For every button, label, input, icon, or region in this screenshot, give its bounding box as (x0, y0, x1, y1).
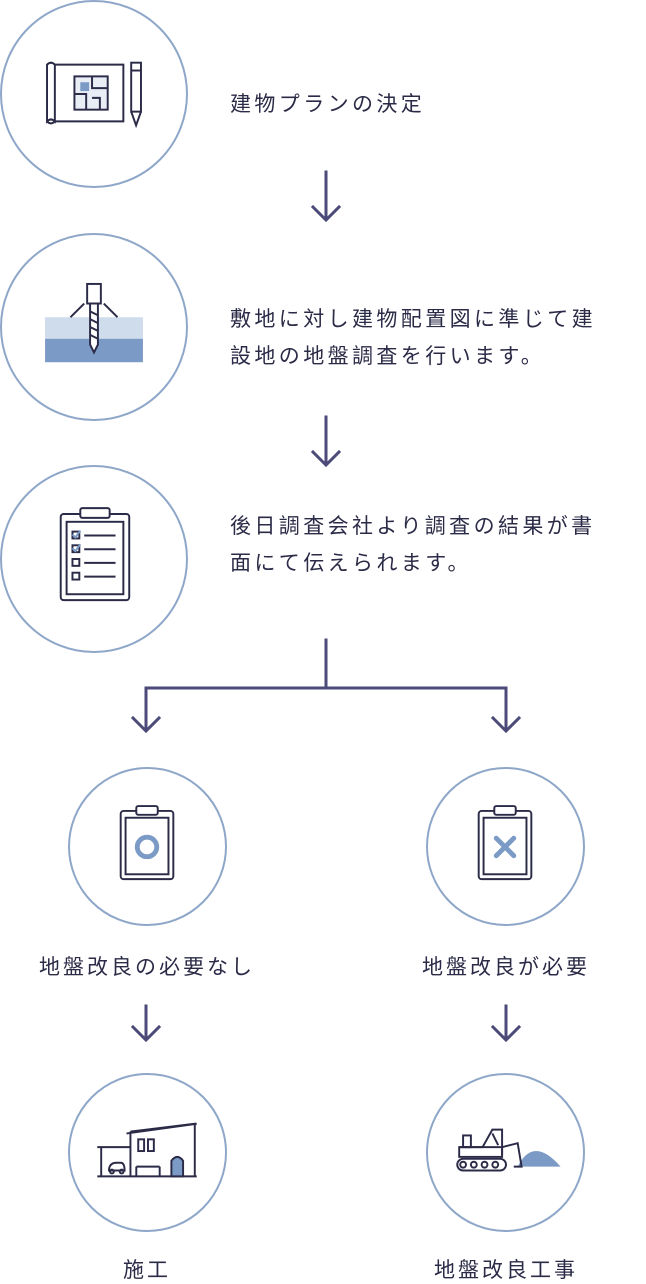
step-3-text: 後日調査会社より調査の結果が書 面にて伝えられます。 (230, 508, 646, 582)
arrow-down-icon (490, 715, 522, 734)
step-1-circle (0, 0, 188, 188)
ground-survey-drill-icon (45, 282, 143, 363)
step-3-line-2: 面にて伝えられます。 (230, 551, 472, 575)
arrow-down-icon (310, 170, 342, 223)
result-right-circle (426, 1073, 585, 1232)
branch-right-circle (426, 767, 585, 926)
branch-left-circle (68, 767, 227, 926)
clipboard-cross-icon (477, 805, 533, 881)
house-icon (97, 1122, 197, 1178)
step-2-circle (0, 233, 188, 421)
arrow-down-icon (130, 1004, 162, 1043)
branch-left-label: 地盤改良の必要なし (39, 955, 255, 979)
step-2-line-1: 敷地に対し建物配置図に準じて建 (230, 307, 596, 331)
step-2-text: 敷地に対し建物配置図に準じて建 設地の地盤調査を行います。 (230, 301, 646, 375)
arrow-down-icon (130, 715, 162, 734)
clipboard-checklist-icon (59, 507, 131, 602)
clipboard-circle-icon (119, 805, 175, 881)
arrow-down-icon (310, 415, 342, 468)
step-2-line-2: 設地の地盤調査を行います。 (230, 344, 546, 368)
bulldozer-icon (456, 1128, 561, 1172)
step-3-circle (0, 465, 188, 653)
blueprint-pencil-icon (46, 61, 142, 129)
result-left-label: 施工 (123, 1258, 171, 1282)
result-left-circle (68, 1073, 227, 1232)
result-right-label: 地盤改良工事 (434, 1258, 578, 1282)
step-1-text: 建物プランの決定 (230, 92, 426, 116)
branch-right-label: 地盤改良が必要 (422, 955, 590, 979)
arrow-down-icon (490, 1004, 522, 1043)
step-3-line-1: 後日調査会社より調査の結果が書 (230, 514, 596, 538)
branch-split-connector (144, 638, 508, 732)
